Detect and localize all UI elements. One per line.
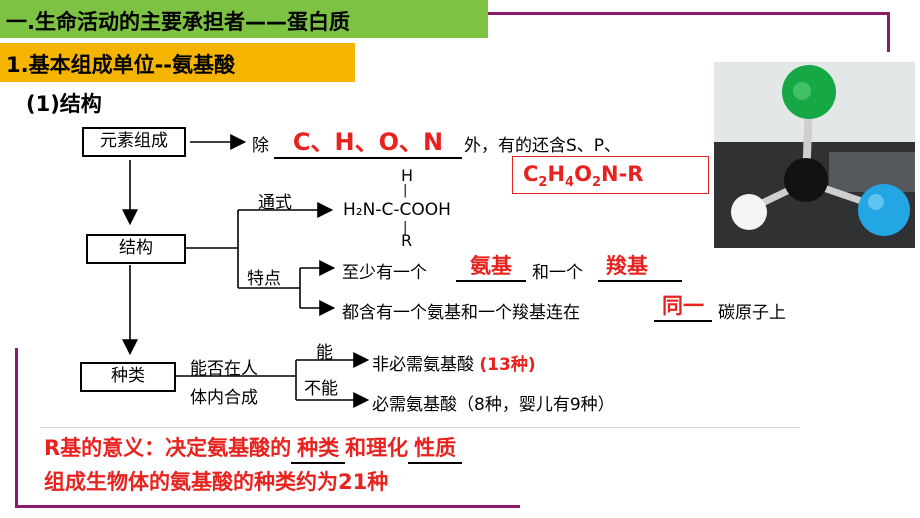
essential-label: 必需氨基酸（8种，婴儿有9种） [372,395,615,415]
molecule-model-image [714,62,915,248]
same-carbon: 同一 [662,294,704,318]
decorative-top-line [488,12,890,15]
feature1-middle: 和一个 [532,263,583,283]
feature1-prefix: 至少有一个 [342,263,427,283]
formula-h-sub: 4 [565,175,575,191]
r-note-prefix: R基的意义：决定氨基酸的 [44,436,292,460]
section-banner: 1.基本组成单位--氨基酸 [0,43,355,82]
carboxyl-group: 羧基 [606,254,648,278]
amino-acid-model-photo [714,62,915,248]
feature-label: 特点 [247,269,281,289]
element-blank: C、H、O、N [274,122,462,159]
general-label: 通式 [258,193,292,213]
element-composition-box: 元素组成 [82,127,186,157]
formula-bond-top: | [403,183,408,198]
page-title: 一.生命活动的主要承担者——蛋白质 [6,10,350,34]
yes-label: 能 [316,343,333,363]
formula-o-sub: 2 [591,175,601,191]
formula-c-sub: 2 [538,175,548,191]
formula-o: O [574,162,592,186]
general-formula-box: C2H4O2N-R [512,156,709,194]
subsection-title: (1)结构 [26,92,102,116]
formula-rest: N-R [601,162,644,186]
formula-h: H [547,162,566,186]
decorative-bottom-line [15,505,520,508]
feature2-blank: 同一 [654,290,712,322]
nonessential-text: 非必需氨基酸 [372,355,474,375]
question-line1: 能否在人 [190,359,258,379]
decorative-left-bar [15,348,18,508]
formula-r: R [401,231,413,250]
feature2-suffix: 碳原子上 [718,303,786,323]
formula-bond-bottom: | [403,220,408,235]
nonessential-label: 非必需氨基酸 (13种) [372,350,536,375]
element-list: C、H、O、N [292,128,444,156]
no-label: 不能 [304,379,338,399]
feature1-blank1: 氨基 [456,250,526,282]
notes-separator [40,427,800,428]
section-title: 1.基本组成单位--氨基酸 [6,53,236,77]
title-banner: 一.生命活动的主要承担者——蛋白质 [0,0,488,38]
r-note-property: 性质 [408,432,463,464]
question-line2: 体内合成 [190,388,258,408]
nonessential-count: (13种) [479,355,536,375]
formula-h-top: H [401,166,414,185]
amino-group: 氨基 [470,254,512,278]
feature2-prefix: 都含有一个氨基和一个羧基连在 [342,303,580,323]
r-group-note: R基的意义：决定氨基酸的种类和理化性质 [44,432,463,464]
r-note-middle: 和理化 [345,436,409,460]
kind-box: 种类 [80,362,176,392]
element-prefix: 除 [252,136,269,156]
decorative-right-line [887,12,890,52]
feature1-blank2: 羧基 [598,250,682,282]
formula-c: C [523,162,539,186]
count-note: 组成生物体的氨基酸的种类约为21种 [44,470,389,494]
r-note-kind: 种类 [291,432,346,464]
structure-box: 结构 [86,234,186,264]
element-suffix: 外，有的还含S、P、 [464,136,622,156]
formula-chain: H₂N-C-COOH [343,200,451,220]
